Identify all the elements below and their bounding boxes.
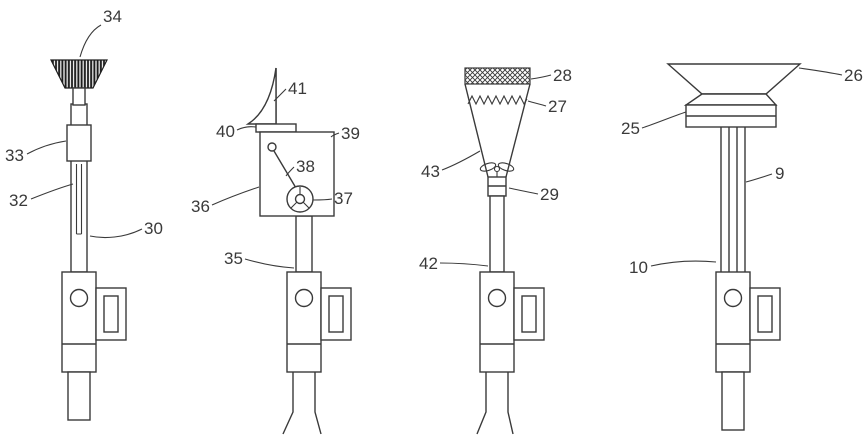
handle-hole <box>487 288 507 308</box>
leader-line-40 <box>236 126 257 131</box>
handle-body <box>715 271 751 373</box>
ref-label-35: 35 <box>224 249 243 268</box>
link-rod <box>273 150 297 189</box>
ref-label-40: 40 <box>216 122 235 141</box>
leader-line-33 <box>26 140 67 155</box>
funnel-rim-hatched <box>464 67 531 85</box>
handle-body <box>61 271 97 373</box>
lower-shaft-forked <box>282 372 322 435</box>
handle-hole <box>294 288 314 308</box>
pivot-circle <box>267 142 277 152</box>
leader-line-43 <box>441 150 481 171</box>
leader-line-30 <box>89 228 143 239</box>
leader-line-37 <box>312 198 333 201</box>
assembly-brush-tool: 34 33 32 30 <box>5 7 163 421</box>
handle-body <box>286 271 322 373</box>
leader-line-39 <box>330 132 340 138</box>
mid-shaft <box>295 215 313 273</box>
hopper-throat <box>683 93 778 106</box>
mount-bar <box>255 123 297 133</box>
impeller-blade-left <box>479 162 497 172</box>
inner-rod <box>75 164 83 235</box>
handle-hole <box>723 288 743 308</box>
ref-label-26: 26 <box>844 66 863 85</box>
ref-label-30: 30 <box>144 219 163 238</box>
ref-label-36: 36 <box>191 197 210 216</box>
ref-label-39: 39 <box>341 124 360 143</box>
ref-label-38: 38 <box>296 157 315 176</box>
ref-label-27: 27 <box>548 97 567 116</box>
assembly-funnel-tool: 28 27 43 29 42 <box>419 66 572 435</box>
side-bracket-inner <box>521 295 537 333</box>
lower-shaft <box>721 371 745 431</box>
ref-label-9: 9 <box>775 164 784 183</box>
brush-head <box>50 59 108 89</box>
brush-neck <box>72 87 86 106</box>
leader-line-36 <box>211 186 260 206</box>
side-bracket-inner <box>328 295 344 333</box>
ref-label-41: 41 <box>288 79 307 98</box>
ref-label-42: 42 <box>419 254 438 273</box>
handwheel-spokes <box>290 187 310 209</box>
ref-label-10: 10 <box>629 258 648 277</box>
impeller-hub <box>493 165 501 173</box>
assembly-hopper-tool: 26 25 9 10 <box>621 63 863 431</box>
ref-label-37: 37 <box>334 189 353 208</box>
ref-label-28: 28 <box>553 66 572 85</box>
leader-line-25 <box>641 111 687 129</box>
impeller-blade-right <box>497 162 515 172</box>
support-rods <box>720 127 746 272</box>
flag-vane <box>245 67 277 125</box>
assembly-flag-gearbox-tool: 41 40 39 38 37 36 35 <box>191 67 360 435</box>
ref-label-43: 43 <box>421 162 440 181</box>
leader-line-27 <box>527 100 547 107</box>
leader-line-38 <box>285 166 295 177</box>
leader-line-41 <box>273 88 287 102</box>
leader-line-26 <box>798 67 843 76</box>
lower-shaft-forked <box>476 372 514 435</box>
ref-label-34: 34 <box>103 7 122 26</box>
leader-line-10 <box>650 260 717 267</box>
ref-label-25: 25 <box>621 119 640 138</box>
leader-line-35 <box>244 258 295 269</box>
ref-label-29: 29 <box>540 185 559 204</box>
hopper-shade <box>666 63 802 95</box>
leader-line-32 <box>30 183 74 200</box>
leader-line-28 <box>530 74 552 80</box>
funnel-walls <box>464 83 531 178</box>
ref-label-32: 32 <box>9 191 28 210</box>
leader-line-42 <box>439 262 489 267</box>
leader-line-34 <box>79 24 102 58</box>
connector-block <box>66 124 92 162</box>
ref-label-33: 33 <box>5 146 24 165</box>
side-bracket-inner <box>103 295 119 333</box>
spring-band <box>467 94 528 106</box>
mid-shaft <box>489 195 505 273</box>
handle-body <box>479 271 515 373</box>
leader-line-9 <box>745 173 773 183</box>
lower-shaft <box>67 371 91 421</box>
handle-hole <box>69 288 89 308</box>
side-bracket-inner <box>757 295 773 333</box>
leader-line-29 <box>508 187 539 195</box>
